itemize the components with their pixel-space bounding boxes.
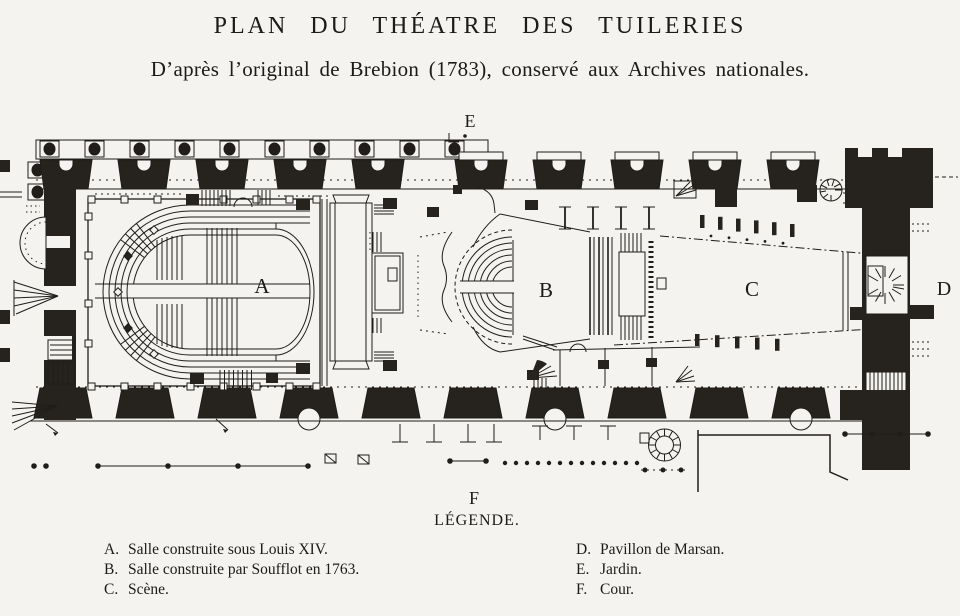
upper-left-stairs — [95, 190, 330, 390]
salle-a — [84, 195, 321, 391]
legend-item: F. Cour. — [576, 580, 724, 600]
plan-label-salle-a: A — [254, 274, 270, 298]
legend-key: D. — [576, 541, 592, 558]
legend-text: Scène. — [128, 581, 169, 598]
legend-key: C. — [104, 581, 119, 598]
legend-text: Salle construite sous Louis XIV. — [128, 541, 328, 558]
page-title: PLAN DU THÉATRE DES TUILERIES — [213, 13, 747, 39]
salle-b — [454, 200, 591, 380]
avant-scene-platform — [296, 194, 394, 386]
legend-text: Cour. — [600, 581, 635, 598]
stage-c — [559, 206, 876, 351]
top-colonnade — [27, 139, 958, 201]
page-subtitle: D’après l’original de Brebion (1783), co… — [150, 57, 810, 81]
legend-item: C. Scène. — [104, 580, 359, 600]
legend-key: E. — [576, 561, 590, 578]
orchestra-proscenium — [589, 233, 667, 340]
mid-lower-rooms — [552, 343, 701, 386]
courtyard-marks — [31, 418, 931, 492]
legend-item: E. Jardin. — [576, 560, 724, 580]
legend-column-left: A. Salle construite sous Louis XIV. B. Sal… — [104, 540, 359, 600]
bottom-colonnade — [30, 386, 906, 431]
legend-item: A. Salle construite sous Louis XIV. — [104, 540, 359, 560]
left-wing — [0, 160, 76, 431]
plan-label-jardin-e: E — [465, 111, 476, 131]
legend-key: F. — [576, 581, 588, 598]
garden-mark — [448, 133, 467, 143]
plan-label-pavillon-d: D — [937, 278, 951, 300]
legend-item: D. Pavillon de Marsan. — [576, 540, 724, 560]
plan-label-salle-b: B — [539, 278, 553, 302]
pavillon-d — [840, 148, 934, 470]
legend-item: B. Salle construite par Soufflot en 1763. — [104, 560, 359, 580]
legend-key: B. — [104, 561, 119, 578]
plan-label-scene-c: C — [745, 277, 759, 301]
legend-caption: LÉGENDE. — [434, 512, 520, 529]
legend-key: A. — [104, 541, 120, 558]
legend-text: Salle construite par Soufflot en 1763. — [128, 561, 360, 578]
legend-text: Pavillon de Marsan. — [600, 541, 725, 558]
legend-column-right: D. Pavillon de Marsan. E. Jardin. F. Cour. — [576, 540, 724, 600]
legend-text: Jardin. — [600, 561, 642, 578]
plan-label-cour-f: F — [469, 488, 479, 508]
